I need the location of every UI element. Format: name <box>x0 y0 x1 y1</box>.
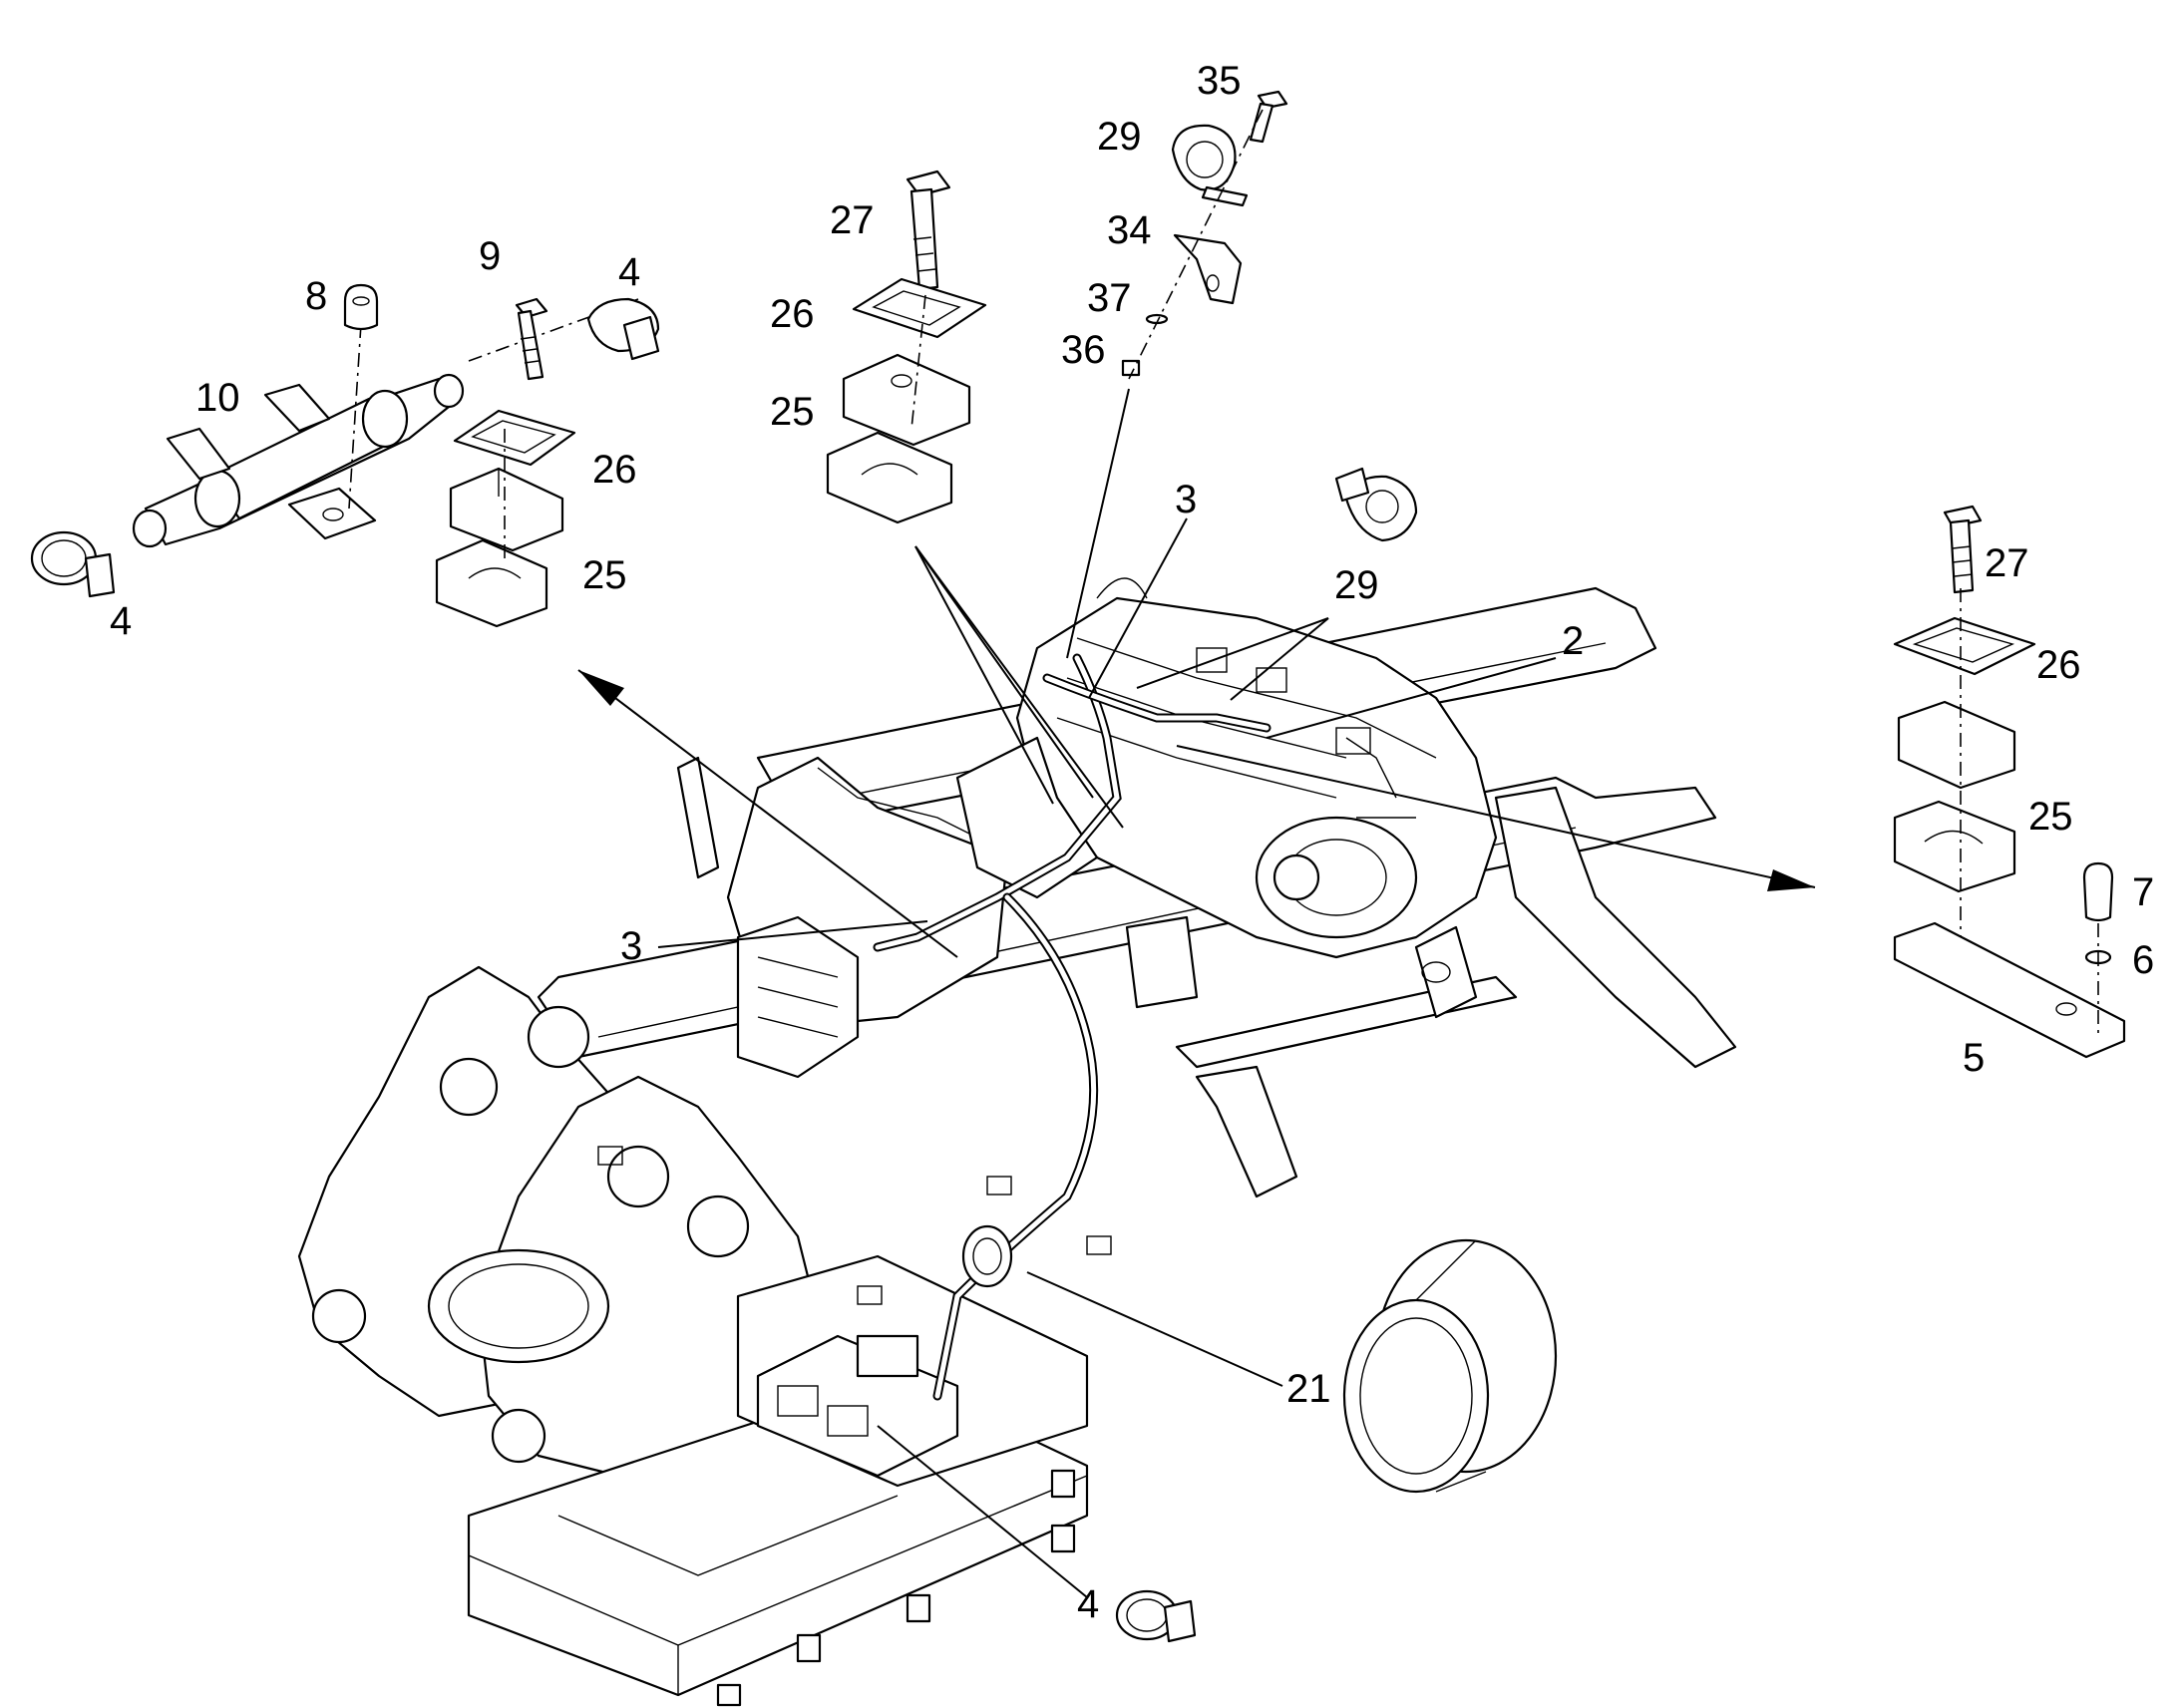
callout-25: 25 <box>582 553 627 597</box>
detail-top-clamp-stack <box>1121 90 1288 380</box>
callout-26: 26 <box>2036 643 2081 687</box>
callout-25: 25 <box>2028 795 2073 839</box>
callout-3: 3 <box>1175 478 1197 521</box>
detail-right-clamp-stack <box>1893 505 2126 1059</box>
machine-assembly <box>297 577 1737 1707</box>
callout-9: 9 <box>479 234 501 278</box>
callout-4: 4 <box>1077 1582 1099 1626</box>
callout-3: 3 <box>620 924 642 968</box>
callout-8: 8 <box>305 274 327 318</box>
callout-37: 37 <box>1087 276 1132 320</box>
callout-27: 27 <box>830 198 875 242</box>
callout-5: 5 <box>1963 1036 1985 1080</box>
detail-center-clamp <box>826 170 987 524</box>
callout-36: 36 <box>1061 328 1106 372</box>
callout-4: 4 <box>110 599 132 643</box>
callout-34: 34 <box>1107 208 1152 252</box>
detail-hose-clamp-4-bottom <box>1115 1589 1197 1643</box>
callout-27: 27 <box>1985 541 2029 585</box>
detail-tube-assembly <box>30 283 660 628</box>
callout-35: 35 <box>1197 59 1242 103</box>
callout-29: 29 <box>1334 563 1379 607</box>
callout-10: 10 <box>195 376 240 420</box>
callout-26: 26 <box>770 292 815 336</box>
callout-21: 21 <box>1286 1367 1331 1411</box>
callout-4: 4 <box>618 250 640 294</box>
callout-29: 29 <box>1097 115 1142 159</box>
callout-2: 2 <box>1562 619 1584 663</box>
callout-6: 6 <box>2132 938 2154 982</box>
hose-assembly <box>873 653 1272 1401</box>
callout-7: 7 <box>2132 870 2154 914</box>
detail-clamp-29 <box>1334 467 1418 542</box>
callout-25: 25 <box>770 390 815 434</box>
callout-labels: 35 29 34 37 36 27 26 25 9 8 4 10 26 25 4… <box>110 59 2154 1626</box>
leader-lines <box>577 388 1816 1598</box>
callout-26: 26 <box>592 448 637 492</box>
detail-grommet-21 <box>1342 1238 1558 1494</box>
